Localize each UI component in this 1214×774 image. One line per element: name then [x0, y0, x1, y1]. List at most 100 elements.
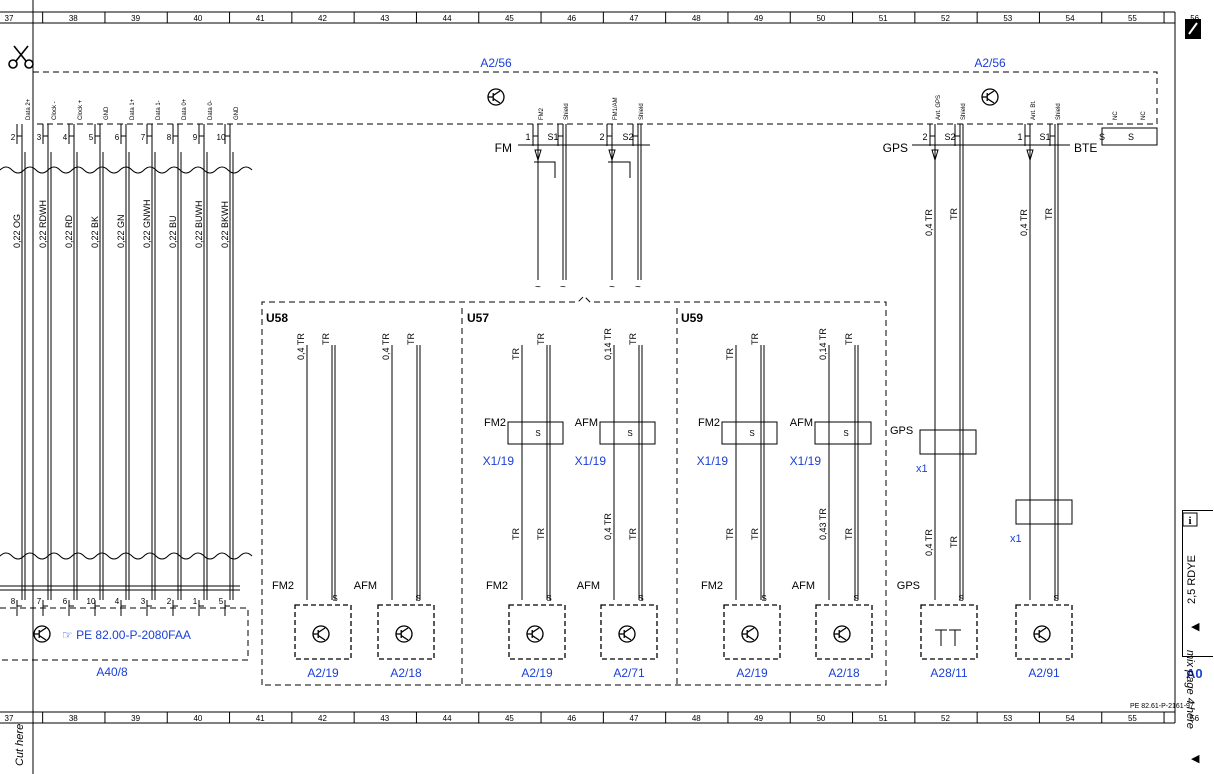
a40-wire-label: 0,22 GNWH [142, 199, 152, 248]
connector-label: AFM [575, 417, 598, 429]
pin-s-label: S [958, 594, 963, 603]
a40-top-pin: 3 [37, 133, 42, 142]
grid-number-top: 42 [318, 14, 327, 23]
mid-wire-label: 0,4 TR [603, 513, 613, 540]
a2-pin-number: S [1099, 132, 1105, 142]
grid-number-bottom: 38 [69, 714, 78, 723]
a40-pin-label: Clock - [52, 101, 58, 120]
cable-break: ~ [609, 282, 615, 293]
pin-s-label: S [749, 429, 754, 438]
grid-number-top: 40 [193, 14, 202, 23]
connector-label: AFM [790, 417, 813, 429]
grid-number-bottom: 45 [505, 714, 514, 723]
x1-19-box [599, 421, 656, 445]
a2-pin-label: FM1/AM [613, 97, 619, 120]
transistor-icon [741, 625, 759, 643]
right-wire-label: 0,4 TR [924, 209, 934, 236]
grid-number-top: 43 [380, 14, 389, 23]
a40-wire-label: 0,22 BU [168, 215, 178, 248]
transistor-lead [746, 635, 755, 641]
grid-number-bottom: 44 [443, 714, 452, 723]
transistor-icon [526, 625, 544, 643]
transistor-lead [623, 635, 632, 641]
u58-label: U58 [266, 311, 288, 325]
doc-number: PE 82.61-P-2161-97 [1130, 703, 1194, 710]
a40-top-pin: 10 [217, 133, 226, 142]
u-wire-label: TR [321, 333, 331, 345]
mid-wire-label: TR [511, 528, 521, 540]
grid-number-bottom: 47 [630, 714, 639, 723]
u-wire-label: TR [536, 333, 546, 345]
antenna-box [815, 604, 873, 660]
grid-number-top: 48 [692, 14, 701, 23]
u-wire-label: 0,14 TR [603, 328, 613, 360]
u-wire-label: TR [511, 348, 521, 360]
right-wire-label: TR [949, 208, 959, 220]
a2-pin-label: NC [1141, 111, 1147, 120]
grid-number-top: 41 [256, 14, 265, 23]
a2-56-label: A2/56 [480, 56, 512, 70]
gps-x1-box [919, 429, 977, 455]
antenna-ref: A2/19 [307, 666, 339, 680]
a40-pin-label: Data 2+ [26, 98, 32, 120]
antenna-ref: A2/71 [613, 666, 645, 680]
antenna-label: FM2 [272, 580, 294, 592]
a40-bottom-pin: 2 [167, 597, 172, 606]
transistor-lead [1038, 635, 1047, 641]
page-ref: A0 [1186, 666, 1203, 681]
a2-pin-label: Shield [564, 103, 570, 120]
a40-pin-label: GND [104, 106, 110, 120]
u59-label: U59 [681, 311, 703, 325]
a40-pin-label: Data 1+ [130, 98, 136, 120]
transistor-icon [487, 88, 505, 106]
u57-label: U57 [467, 311, 489, 325]
a40-bottom-pin: 1 [193, 597, 198, 606]
grid-number-bottom: 37 [5, 714, 14, 723]
a40-pin-label: Data 0- [208, 100, 214, 120]
transistor-lead [317, 627, 326, 633]
transistor-lead [986, 98, 995, 104]
grid-number-top: 51 [879, 14, 888, 23]
transistor-lead [986, 90, 995, 96]
mid-wire-label: TR [844, 528, 854, 540]
a40-bottom-pin: 10 [87, 597, 96, 606]
a40-wire-label: 0,22 RDWH [38, 200, 48, 248]
a40-top-pin: 9 [193, 133, 198, 142]
grid-number-top: 56 [1190, 14, 1199, 23]
arrow-icon-bottom: ◀ [1191, 753, 1200, 765]
break-line [0, 552, 253, 560]
transistor-lead [400, 635, 409, 641]
grid-number-bottom: 49 [754, 714, 763, 723]
a2-pin-number: S1 [547, 132, 558, 142]
x1-19-ref: X1/19 [697, 454, 729, 468]
corner-icon [1185, 19, 1201, 39]
gps-connector-label: GPS [890, 425, 913, 437]
a2-pin-number: 1 [1017, 132, 1022, 142]
mid-wire-label: TR [628, 528, 638, 540]
pin-s-label: S [415, 594, 420, 603]
transistor-lead [838, 627, 847, 633]
grid-number-top: 45 [505, 14, 514, 23]
grid-number-top: 38 [69, 14, 78, 23]
grid-number-top: 47 [630, 14, 639, 23]
a40-top-pin: 5 [89, 133, 94, 142]
coax-bend [608, 161, 631, 178]
coax-bend [534, 161, 556, 178]
antenna-ref: A2/19 [521, 666, 553, 680]
gps-label: GPS [883, 141, 908, 155]
a2-pin-label: Shield [639, 103, 645, 120]
transistor-lead [400, 627, 409, 633]
antenna-ref: A2/18 [828, 666, 860, 680]
info-panel [1182, 510, 1213, 657]
pin-s-label: S [853, 594, 858, 603]
transistor-lead [492, 98, 501, 104]
transistor-lead [838, 635, 847, 641]
bte-label: BTE [1074, 141, 1097, 155]
antenna-box [377, 604, 435, 660]
transistor-icon [833, 625, 851, 643]
mid-wire-label: 0,43 TR [818, 508, 828, 540]
grid-number-bottom: 56 [1190, 714, 1199, 723]
transistor-lead [38, 635, 47, 641]
connector-label: FM2 [698, 417, 720, 429]
